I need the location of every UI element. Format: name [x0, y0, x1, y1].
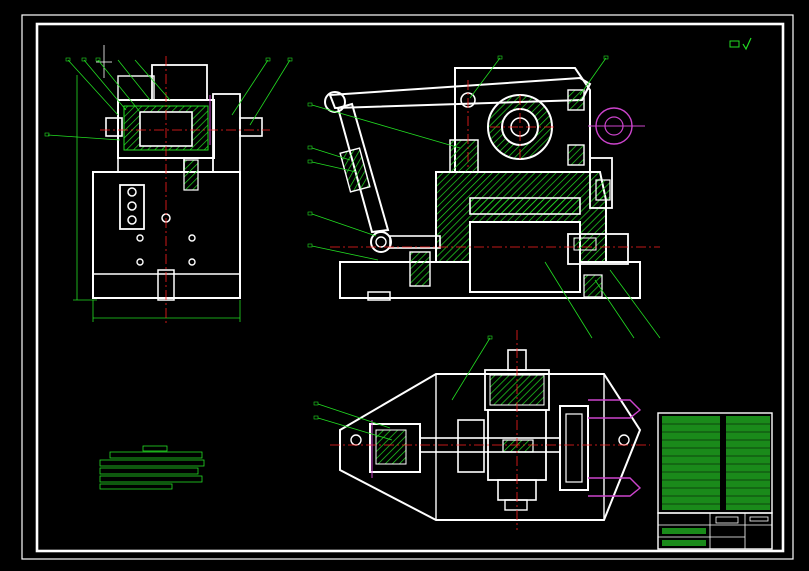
top-view	[313, 330, 650, 530]
inner-border	[35, 22, 785, 553]
left-side-view	[44, 45, 293, 325]
outer-border	[21, 14, 794, 560]
technical-notes	[99, 445, 205, 490]
parts-list	[657, 412, 773, 514]
front-view	[307, 55, 661, 339]
surface-finish-symbol	[729, 37, 752, 51]
title-block	[657, 512, 773, 550]
